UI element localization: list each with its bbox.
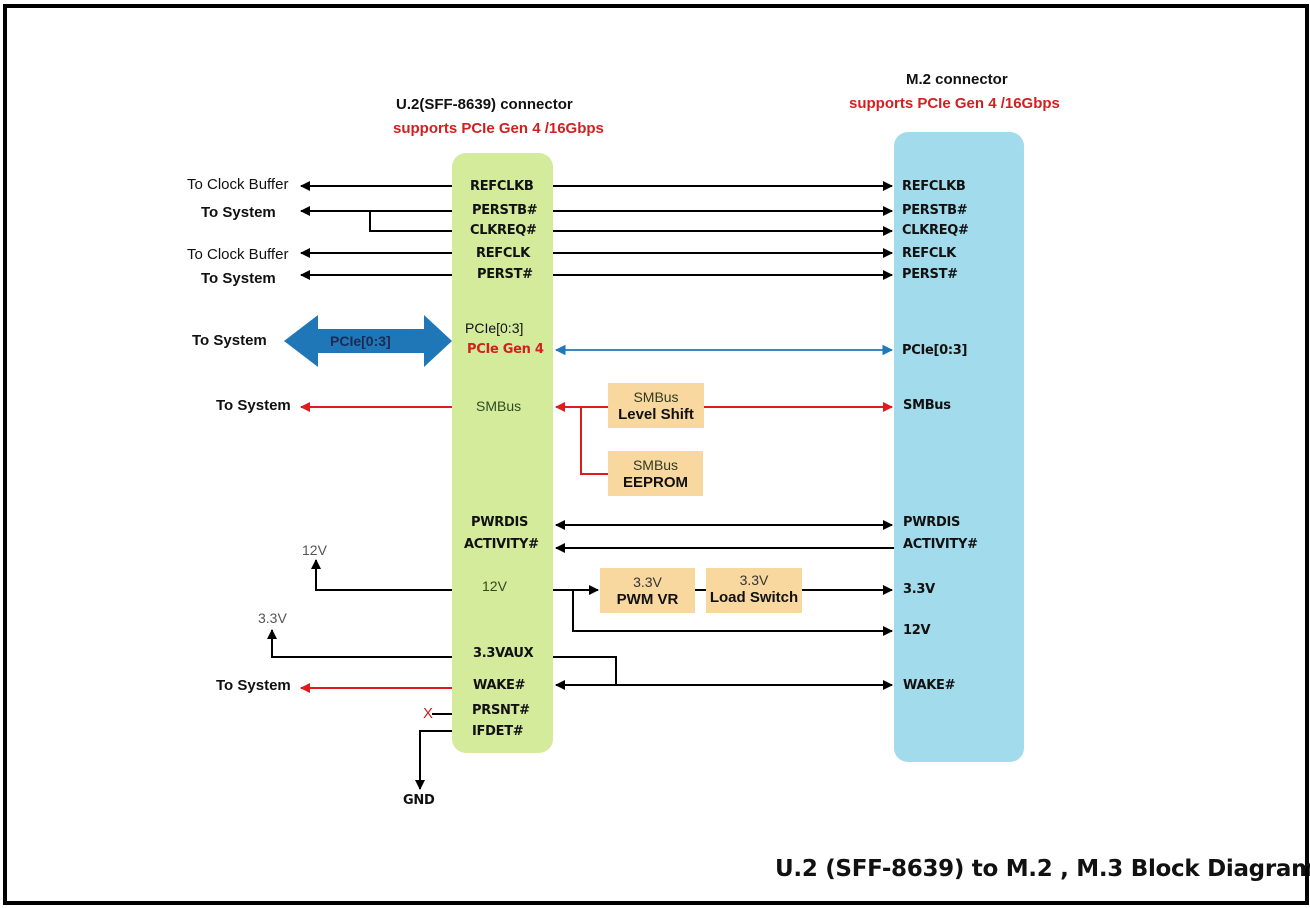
u2-pin-perstb: PERSTB# — [472, 203, 538, 218]
eeprom-line1: SMBus — [632, 457, 679, 473]
u2-connector-subtitle: supports PCIe Gen 4 /16Gbps — [393, 120, 604, 137]
33vaux-to-wake-line — [553, 656, 617, 685]
pwm-vr-box — [600, 568, 695, 613]
u2-pin-perst: PERST# — [477, 267, 533, 282]
to-system-smbus-label: To System — [216, 397, 291, 414]
level-shift-line1: SMBus — [633, 389, 679, 405]
m2-pin-refclk: REFCLK — [902, 246, 956, 261]
to-system-label: To System — [201, 204, 276, 221]
pcie-arrow-label: PCIe[0:3] — [330, 333, 391, 349]
u2-pin-prsnt: PRSNT# — [472, 703, 530, 718]
rail-33v-label: 3.3V — [258, 610, 287, 626]
m2-pin-wake: WAKE# — [903, 678, 956, 693]
load-switch-line1: 3.3V — [739, 572, 769, 588]
rail-12v-label: 12V — [302, 542, 327, 558]
level-shift-label: SMBus Level Shift — [608, 388, 704, 424]
m2-pin-pcie: PCIe[0:3] — [902, 343, 968, 358]
to-system-pcie-label: To System — [192, 332, 267, 349]
m2-pin-perst: PERST# — [902, 267, 958, 282]
to-system-label: To System — [201, 270, 276, 287]
diagram-title: U.2 (SFF-8639) to M.2 , M.3 Block Diagra… — [775, 856, 1310, 882]
u2-pin-pcie: PCIe[0:3] — [465, 320, 524, 336]
eeprom-line2: EEPROM — [622, 474, 688, 491]
load-switch-label: 3.3V Load Switch — [706, 571, 802, 607]
u2-pcie-gen4-label: PCIe Gen 4 — [467, 342, 544, 357]
smbus-eeprom-box — [608, 451, 703, 496]
level-shift-line2: Level Shift — [618, 406, 694, 423]
u2-pin-refclk: REFCLK — [476, 246, 530, 261]
u2-pin-33vaux: 3.3VAUX — [473, 646, 534, 661]
u2-33vaux-left-line — [267, 629, 452, 658]
u2-pin-clkreq: CLKREQ# — [470, 223, 537, 238]
smbus-level-shift-box — [608, 383, 704, 428]
m2-connector-subtitle: supports PCIe Gen 4 /16Gbps — [849, 95, 1060, 112]
m2-pin-activity: ACTIVITY# — [903, 537, 978, 552]
pwm-vr-line2: PWM VR — [616, 591, 679, 608]
no-connect-x-mark: X — [423, 705, 434, 722]
pwm-vr-label: 3.3V PWM VR — [600, 573, 695, 609]
u2-pin-12v: 12V — [482, 578, 507, 594]
load-switch-line2: Load Switch — [709, 589, 799, 606]
clkreq-join-line — [369, 211, 452, 232]
u2-connector-block — [452, 153, 553, 753]
to-system-wake-label: To System — [216, 677, 291, 694]
eeprom-label: SMBus EEPROM — [608, 456, 703, 492]
pcie-bidirectional-fat-arrow — [284, 315, 452, 367]
u2-pin-ifdet: IFDET# — [472, 724, 524, 739]
m2-connector-title: M.2 connector — [906, 71, 1008, 88]
m2-pin-perstb: PERSTB# — [902, 203, 968, 218]
m2-pin-smbus: SMBus — [903, 398, 951, 413]
pwm-vr-line1: 3.3V — [633, 574, 662, 590]
m2-pin-refclkb: REFCLKB — [902, 179, 966, 194]
ifdet-gnd-line — [415, 730, 452, 790]
u2-connector-title: U.2(SFF-8639) connector — [396, 96, 573, 113]
u2-pin-wake: WAKE# — [473, 678, 526, 693]
u2-pin-smbus: SMBus — [476, 398, 522, 414]
m2-connector-block — [894, 132, 1024, 762]
m2-pin-12v: 12V — [903, 623, 931, 638]
u2-12v-left-line — [311, 559, 452, 591]
diagram-frame — [3, 4, 1309, 905]
to-clock-buffer-label: To Clock Buffer — [187, 246, 289, 263]
m2-pin-clkreq: CLKREQ# — [902, 223, 969, 238]
12v-passthrough-line — [572, 590, 893, 636]
u2-pin-pwrdis: PWRDIS — [471, 515, 529, 530]
smbus-eeprom-branch-line — [580, 407, 608, 475]
u2-pin-activity: ACTIVITY# — [464, 537, 539, 552]
u2-pin-refclkb: REFCLKB — [470, 179, 534, 194]
m2-pin-pwrdis: PWRDIS — [903, 515, 961, 530]
gnd-label: GND — [403, 793, 435, 808]
to-clock-buffer-label: To Clock Buffer — [187, 176, 289, 193]
load-switch-box — [706, 568, 802, 613]
m2-pin-33v: 3.3V — [903, 582, 935, 597]
